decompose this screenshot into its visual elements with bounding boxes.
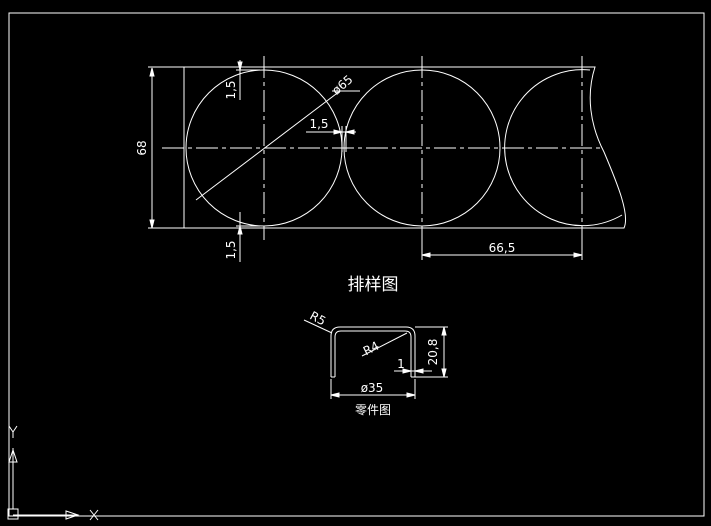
part-drawing — [303, 319, 448, 399]
part-outline-inner — [334, 330, 412, 377]
diameter-leader — [195, 90, 341, 201]
ucs-y-glyph-icon — [8, 425, 18, 438]
layout-drawing-title: 排样图 — [348, 275, 399, 295]
strip-outline — [183, 66, 627, 229]
dim-66-5-label: 66,5 — [489, 241, 516, 255]
ucs-x-arrow-icon — [65, 510, 80, 520]
blank-circle-3-partial — [504, 69, 623, 227]
dim-68-label: 68 — [135, 140, 149, 155]
ucs-x-glyph-icon — [89, 509, 99, 521]
dim-bottom-1-5-label: 1,5 — [224, 240, 238, 259]
dim-top-1-5-label: 1,5 — [224, 80, 238, 99]
dim-r4-label: R4 — [361, 339, 382, 359]
ucs-origin-square-icon — [7, 508, 19, 520]
dim-r5-label: R5 — [308, 309, 329, 329]
dim-gap-1-5-label: 1,5 — [309, 117, 328, 131]
part-drawing-title: 零件图 — [355, 403, 391, 417]
centerlines — [162, 56, 604, 240]
dim-20-8-label: 20,8 — [426, 339, 440, 366]
drawing-frame — [8, 12, 705, 517]
layout-drawing — [148, 56, 627, 262]
ucs-icon — [7, 425, 99, 521]
dim-diameter-35-label: ø35 — [361, 381, 384, 395]
dim-1-label: 1 — [397, 357, 405, 371]
